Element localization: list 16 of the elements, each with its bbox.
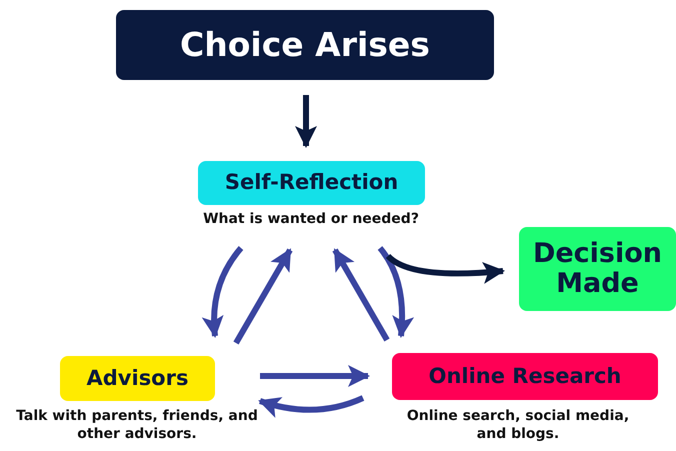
step-box: Online Research <box>392 353 658 400</box>
node-label: Talk with parents, friends, and other advisors. <box>15 407 259 444</box>
arrow <box>202 246 244 338</box>
arrow <box>332 248 390 342</box>
arrow <box>386 254 505 284</box>
node-label: Online search, social media, and blogs. <box>406 407 630 444</box>
arrow <box>378 246 414 338</box>
step-box: Decision Made <box>519 227 676 311</box>
arrow <box>295 95 317 148</box>
step-box: Self-Reflection <box>198 161 425 205</box>
node-label: What is wanted or needed? <box>202 210 420 228</box>
step-box: Choice Arises <box>116 10 494 80</box>
arrow <box>258 395 364 418</box>
step-box: Advisors <box>60 356 215 401</box>
arrow <box>233 248 293 344</box>
arrow <box>260 365 370 387</box>
